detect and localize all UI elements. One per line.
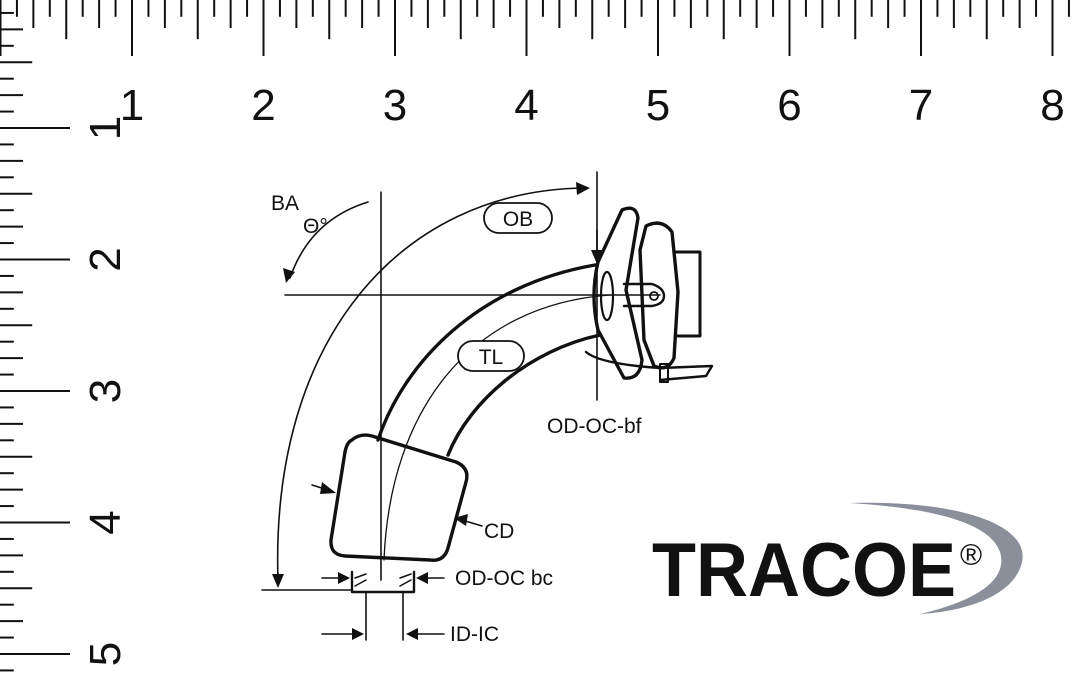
left-ruler-label: 2 (81, 247, 130, 271)
top-ruler (0, 0, 1070, 56)
logo-registered: ® (960, 539, 982, 572)
top-ruler-label: 2 (251, 81, 275, 130)
tube-drawing (261, 171, 714, 641)
top-ruler-label: 4 (514, 81, 538, 130)
label-tl: TL (479, 346, 504, 369)
label-ob: OB (503, 208, 533, 231)
left-ruler-label: 1 (81, 116, 130, 140)
top-ruler-labels: 1 2 3 4 5 6 7 8 (120, 81, 1065, 130)
top-ruler-label: 7 (909, 81, 933, 130)
connector-rim (674, 250, 702, 338)
left-ruler-labels: 1 2 3 4 5 (81, 116, 130, 666)
logo-text: TRACOE (652, 528, 956, 613)
od-oc-bc-arrowhead-left (338, 572, 350, 584)
left-ruler-label: 3 (81, 379, 130, 403)
tube-tip (350, 570, 416, 594)
tube-wall-inner (446, 333, 602, 457)
top-ruler-label: 8 (1040, 81, 1064, 130)
cd-arrowhead-right (454, 514, 468, 526)
ob-pill (483, 202, 553, 234)
connector-hub (638, 221, 680, 370)
ob-arc (276, 187, 586, 581)
tl-pill (457, 340, 525, 372)
label-cd: CD (484, 520, 514, 543)
top-ruler-label: 5 (646, 81, 670, 130)
tube-wall-outer (376, 263, 597, 442)
cd-arrowhead-left (320, 482, 336, 494)
od-oc-bf-arrowhead (591, 250, 603, 264)
left-ruler (0, 11, 70, 672)
label-id-ic: ID-IC (450, 623, 499, 646)
label-od-oc-bf: OD-OC-bf (547, 415, 642, 438)
inflation-line (584, 350, 714, 382)
ob-arrowhead-bottom (272, 574, 284, 588)
top-ruler-label: 1 (120, 81, 144, 130)
tracoe-logo: TRACOE ® (652, 502, 1023, 614)
connector-pin (622, 282, 666, 308)
label-theta: Θ° (303, 215, 328, 238)
flange-slot (599, 270, 615, 322)
id-ic-arrowhead-right (406, 628, 418, 640)
bend-angle-arc (289, 201, 369, 279)
od-oc-bc-arrowhead-right (416, 572, 428, 584)
inflation-clip (659, 363, 669, 383)
connector-pin-dot (649, 291, 659, 301)
cuff (329, 433, 469, 562)
top-ruler-label: 3 (383, 81, 407, 130)
ob-arrowhead-top (576, 182, 590, 195)
id-ic-arrowhead-left (352, 628, 364, 640)
neck-flange (592, 206, 644, 380)
top-ruler-label: 6 (777, 81, 801, 130)
left-ruler-label: 4 (81, 510, 130, 534)
bend-angle-arrowhead (283, 268, 295, 283)
tube-tip-hatch (354, 573, 412, 587)
tl-centerline (383, 294, 611, 561)
left-ruler-label: 5 (81, 642, 130, 666)
label-od-oc-bc: OD-OC bc (455, 567, 553, 590)
label-ba: BA (271, 192, 299, 215)
